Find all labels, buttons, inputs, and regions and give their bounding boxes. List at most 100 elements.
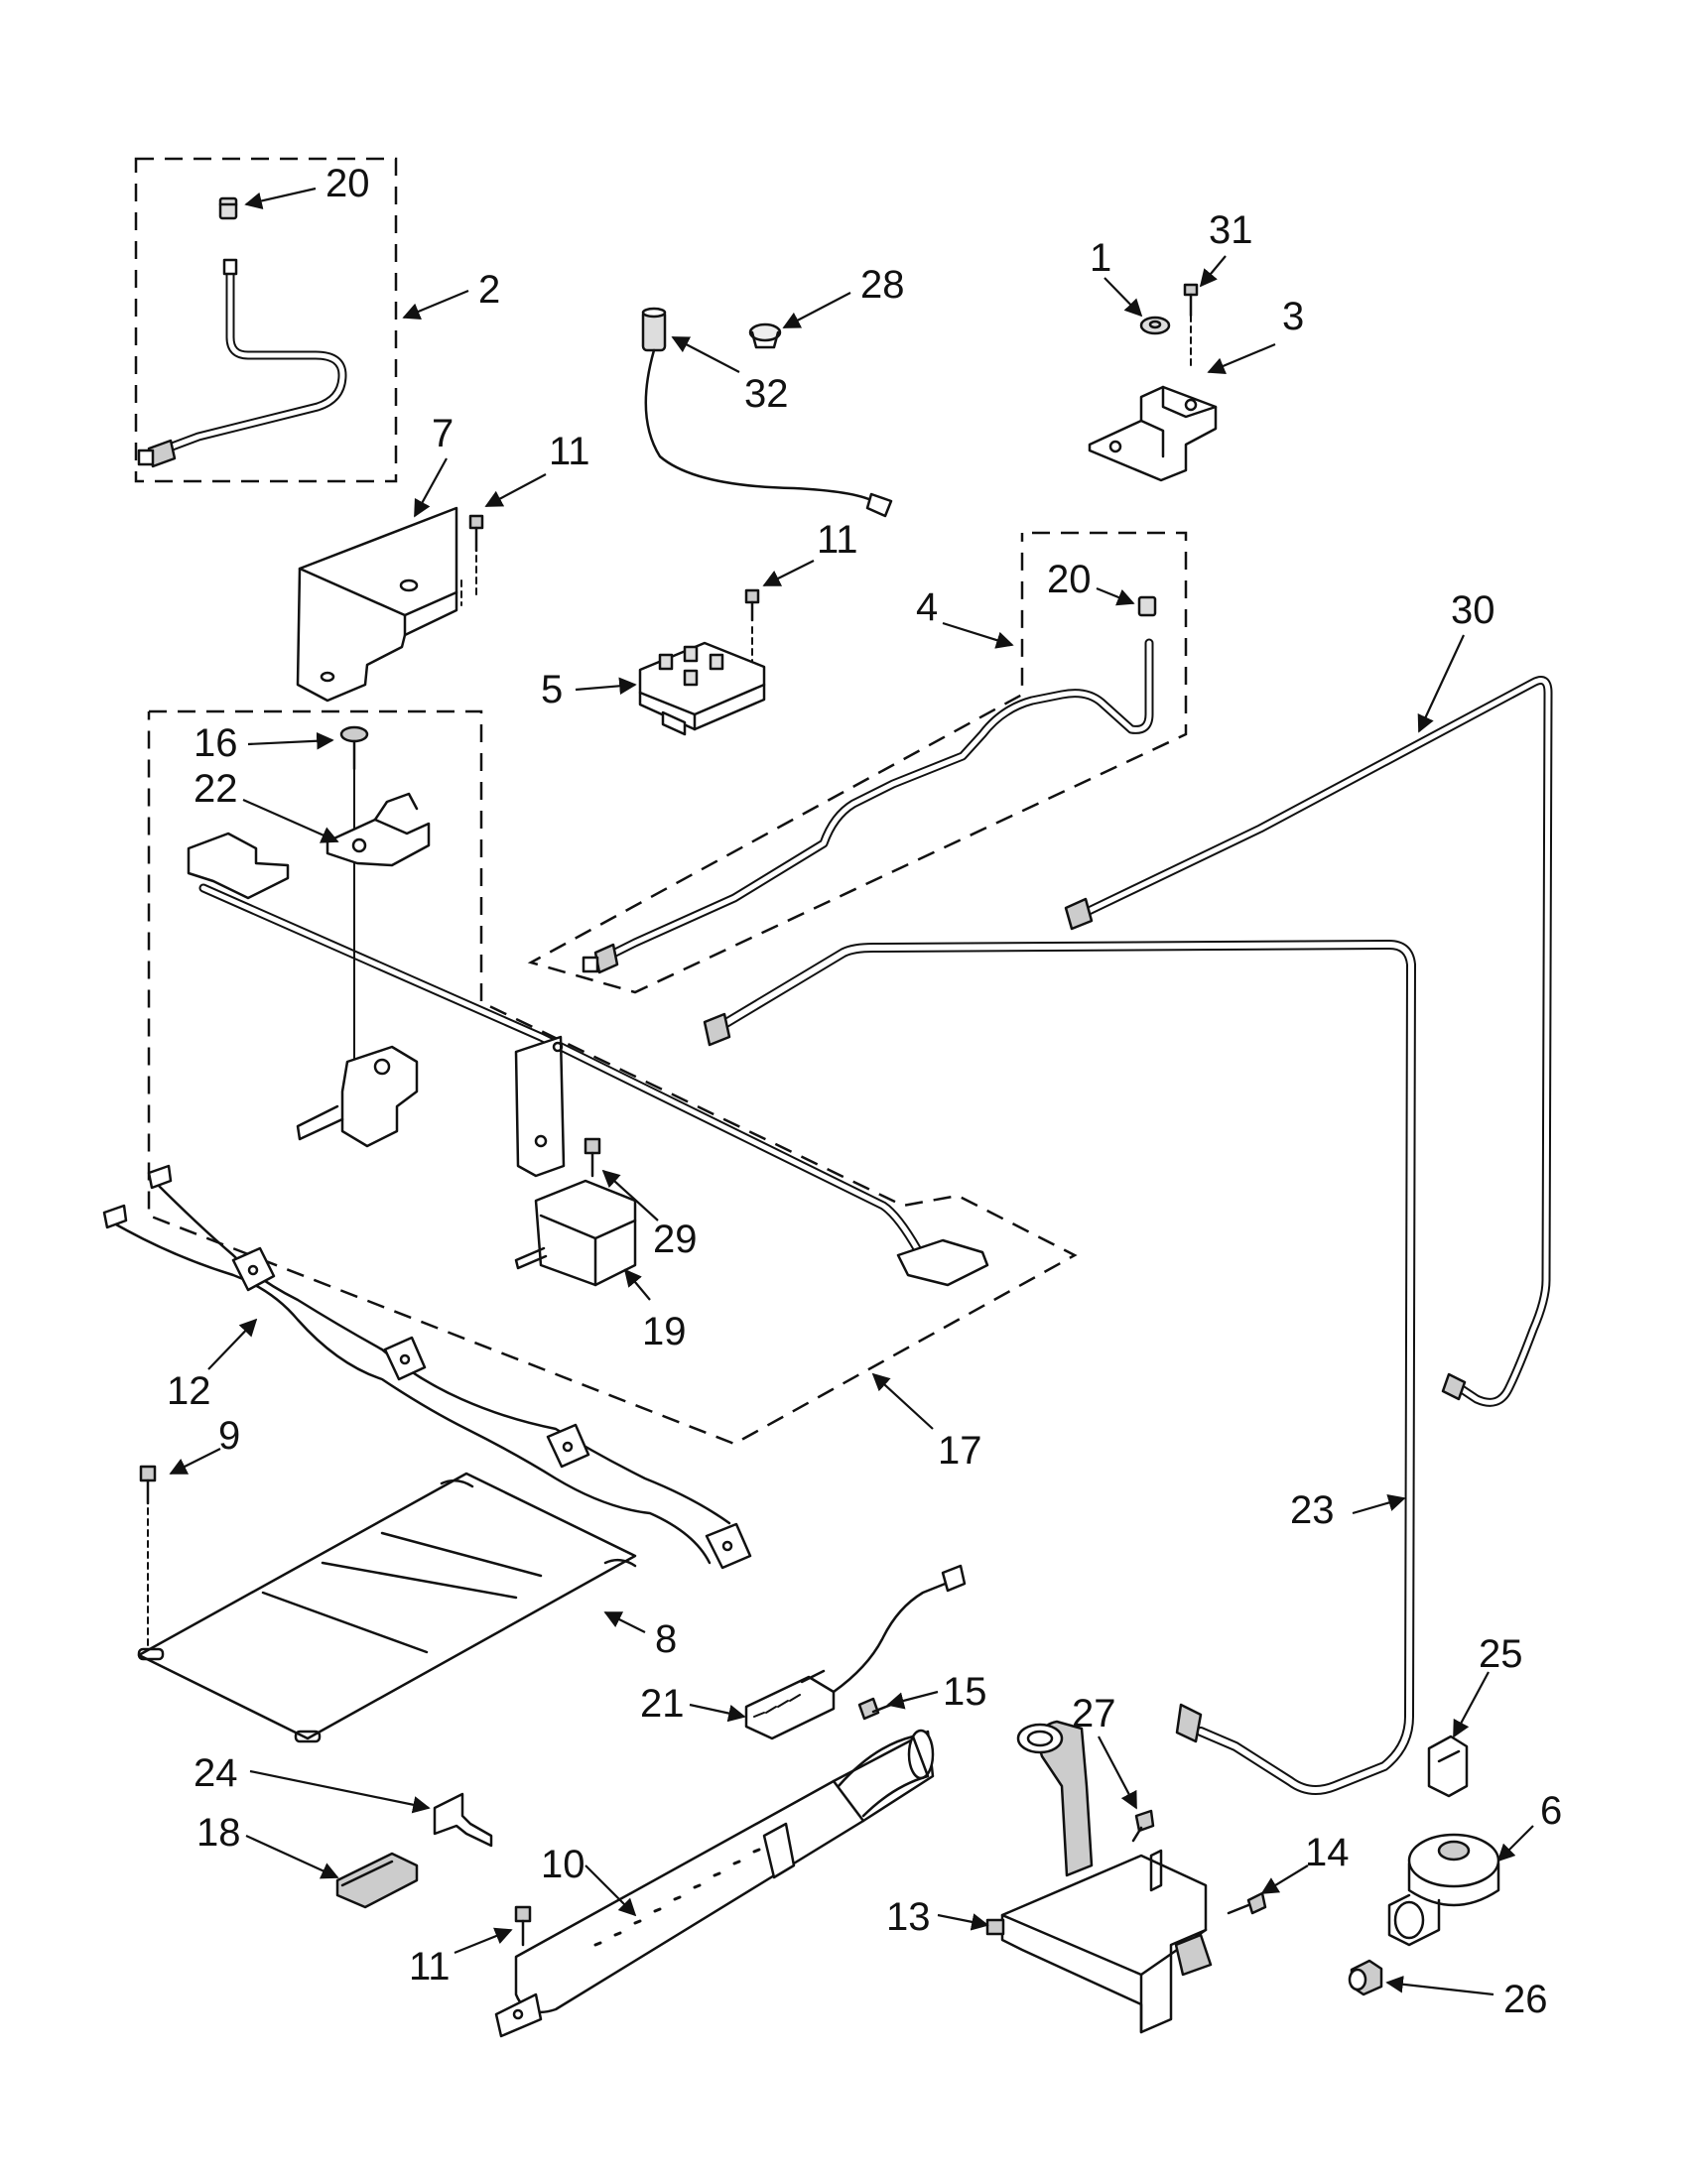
callout-25: 25 xyxy=(1479,1632,1523,1676)
leader-25 xyxy=(1453,1671,1490,1738)
leader-20a xyxy=(244,187,317,210)
part-screw-11-b xyxy=(746,590,758,663)
part-screw-11-a xyxy=(470,516,482,595)
parts xyxy=(104,198,1548,2036)
leader-11b xyxy=(762,560,815,586)
leader-20b xyxy=(1096,586,1135,606)
part-fitting-26 xyxy=(1350,1961,1381,1994)
callout-18: 18 xyxy=(196,1811,241,1855)
part-switch-19 xyxy=(516,1181,635,1285)
group-outline-2 xyxy=(134,157,398,483)
leader-3 xyxy=(1207,342,1276,375)
leader-6 xyxy=(1496,1825,1534,1863)
leader-27 xyxy=(1098,1735,1137,1810)
part-tube-2 xyxy=(139,260,342,466)
part-bracket-22 xyxy=(327,794,429,865)
part-screw-31 xyxy=(1185,285,1197,367)
callout-21: 21 xyxy=(640,1682,685,1726)
part-tube-23 xyxy=(705,945,1411,1790)
leader-4 xyxy=(942,621,1014,649)
part-screw-9 xyxy=(141,1467,155,1647)
callout-13: 13 xyxy=(886,1895,931,1939)
leader-21 xyxy=(689,1703,746,1723)
callout-4: 4 xyxy=(916,585,938,629)
leader-9 xyxy=(169,1448,221,1475)
leader-7 xyxy=(414,457,448,518)
callout-11-top: 11 xyxy=(549,430,590,473)
part-screw-27 xyxy=(1133,1811,1153,1841)
part-clip-24 xyxy=(435,1794,491,1846)
group-outlines xyxy=(134,157,1188,1446)
leader-18 xyxy=(245,1834,339,1879)
callout-9: 9 xyxy=(218,1414,240,1458)
callout-31: 31 xyxy=(1209,208,1253,252)
leader-15 xyxy=(886,1690,939,1710)
part-bracket-3 xyxy=(1090,387,1216,480)
part-valve xyxy=(298,1047,417,1146)
callout-3: 3 xyxy=(1282,295,1304,338)
part-manifold-17 xyxy=(189,834,987,1285)
part-screw-11-c xyxy=(516,1907,530,1945)
callout-15: 15 xyxy=(943,1670,987,1714)
callout-7: 7 xyxy=(432,412,454,455)
callout-20-right: 20 xyxy=(1047,558,1092,601)
part-cover-7 xyxy=(298,508,461,701)
leader-11a xyxy=(484,473,547,507)
callout-32: 32 xyxy=(744,372,789,416)
callout-11-bottom: 11 xyxy=(409,1945,451,1989)
callout-11-mid: 11 xyxy=(817,518,858,562)
part-orifice-13 xyxy=(987,1722,1211,2032)
leader-19 xyxy=(623,1268,651,1301)
callout-30: 30 xyxy=(1451,588,1495,632)
leader-22 xyxy=(242,798,339,843)
part-clip-18 xyxy=(337,1854,417,1907)
part-clip-25 xyxy=(1429,1736,1467,1796)
callout-27: 27 xyxy=(1072,1692,1116,1735)
callout-24: 24 xyxy=(194,1751,238,1795)
part-manifold-bracket xyxy=(516,1037,564,1176)
leader-14 xyxy=(1260,1864,1309,1894)
part-ignitor-21 xyxy=(746,1566,965,1738)
leader-2 xyxy=(402,289,469,321)
part-cap-20-right xyxy=(1139,597,1155,615)
callout-28: 28 xyxy=(860,263,905,307)
leader-11c xyxy=(454,1927,513,1955)
leader-8 xyxy=(603,1611,646,1633)
part-screw-16 xyxy=(341,727,367,1087)
part-tube-4 xyxy=(584,643,1149,972)
callout-14: 14 xyxy=(1305,1831,1350,1874)
part-screw-29 xyxy=(585,1139,599,1176)
callout-labels: 20 2 28 32 1 31 3 7 11 11 5 4 20 30 16 2… xyxy=(167,162,1562,2021)
callout-1: 1 xyxy=(1090,236,1111,280)
callout-20-top: 20 xyxy=(325,162,370,205)
leader-12 xyxy=(207,1318,258,1370)
group-outline-4 xyxy=(527,531,1188,994)
callout-23: 23 xyxy=(1290,1488,1335,1532)
leader-1 xyxy=(1104,277,1143,318)
callout-10: 10 xyxy=(541,1843,585,1886)
part-nut-1 xyxy=(1141,318,1169,333)
leader-26 xyxy=(1385,1976,1494,1996)
callout-26: 26 xyxy=(1503,1978,1548,2021)
callout-16: 16 xyxy=(194,721,238,765)
leader-5 xyxy=(575,677,637,696)
part-sensor-32 xyxy=(643,309,891,516)
leader-23 xyxy=(1352,1493,1406,1515)
part-wire-12 xyxy=(104,1166,750,1568)
callout-19: 19 xyxy=(642,1310,687,1353)
leader-10 xyxy=(584,1864,637,1917)
group-outline-17 xyxy=(147,709,1078,1446)
leader-16 xyxy=(247,731,334,750)
callout-8: 8 xyxy=(655,1617,677,1661)
leader-24 xyxy=(249,1769,431,1814)
part-tube-30 xyxy=(1066,681,1548,1403)
part-shield-8 xyxy=(139,1474,635,1741)
callout-12: 12 xyxy=(167,1369,211,1413)
part-module-5 xyxy=(640,643,764,734)
leader-30 xyxy=(1417,634,1465,733)
leader-31 xyxy=(1199,255,1227,288)
callout-22: 22 xyxy=(194,767,238,811)
leader-28 xyxy=(782,292,851,328)
part-burner-10 xyxy=(496,1731,933,2036)
